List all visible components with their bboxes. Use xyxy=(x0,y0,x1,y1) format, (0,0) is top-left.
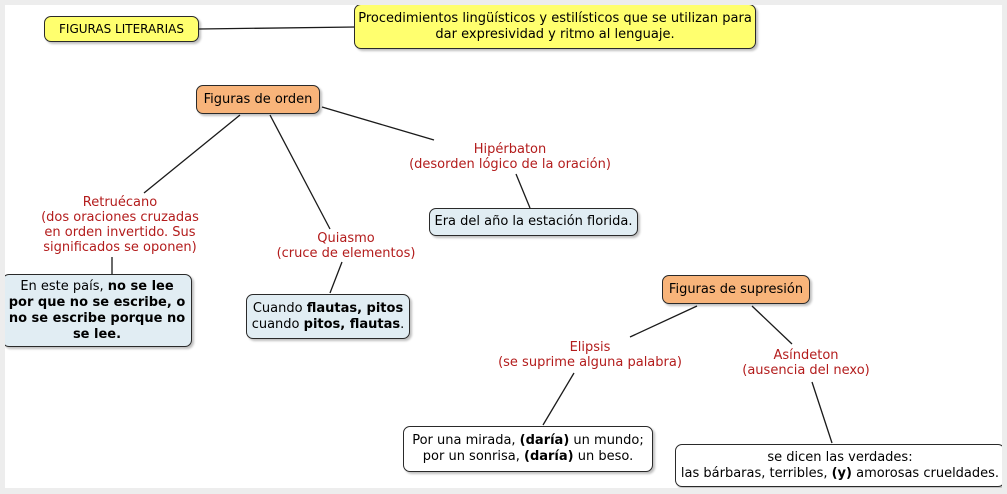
link-root-definition xyxy=(198,26,357,30)
retruecano-example: En este país, no se lee por que no se es… xyxy=(2,274,192,347)
quiasmo-label: Quiasmo (cruce de elementos) xyxy=(276,231,416,261)
link-supresion-asindeton xyxy=(751,305,793,345)
retruecano-label: Retruécano (dos oraciones cruzadas en or… xyxy=(41,195,199,255)
link-asindeton-example xyxy=(811,381,833,444)
link-supresion-elipsis xyxy=(629,305,698,338)
link-orden-quiasmo xyxy=(269,114,331,230)
definition-node: Procedimientos lingüísticos y estilístic… xyxy=(354,4,756,49)
link-elipsis-example xyxy=(542,372,575,426)
elipsis-label: Elipsis (se suprime alguna palabra) xyxy=(498,340,682,370)
figuras-de-orden-label: Figuras de orden xyxy=(203,91,313,107)
link-orden-retruecano xyxy=(143,114,241,194)
root-node: FIGURAS LITERARIAS xyxy=(44,16,199,42)
hiperbaton-label: Hipérbaton (desorden lógico de la oració… xyxy=(409,142,611,172)
definition-line-1: Procedimientos lingüísticos y estilístic… xyxy=(358,10,752,26)
link-orden-hiperbaton xyxy=(321,106,435,141)
hiperbaton-example: Era del año la estación florida. xyxy=(429,208,638,236)
link-quiasmo-example xyxy=(329,261,343,294)
quiasmo-example: Cuando flautas, pitos cuando pitos, flau… xyxy=(246,294,410,339)
asindeton-label: Asíndeton (ausencia del nexo) xyxy=(742,348,870,378)
elipsis-example: Por una mirada, (daría) un mundo; por un… xyxy=(403,426,653,472)
figuras-de-orden-node: Figuras de orden xyxy=(196,85,320,114)
figuras-de-supresion-label: Figuras de supresión xyxy=(668,281,804,297)
link-hiperbaton-example xyxy=(515,173,531,209)
asindeton-example: se dicen las verdades: las bárbaras, ter… xyxy=(675,444,1005,487)
figuras-de-supresion-node: Figuras de supresión xyxy=(662,275,810,304)
definition-line-2: dar expresividad y ritmo al lenguaje. xyxy=(435,26,675,42)
root-label: FIGURAS LITERARIAS xyxy=(59,22,184,36)
